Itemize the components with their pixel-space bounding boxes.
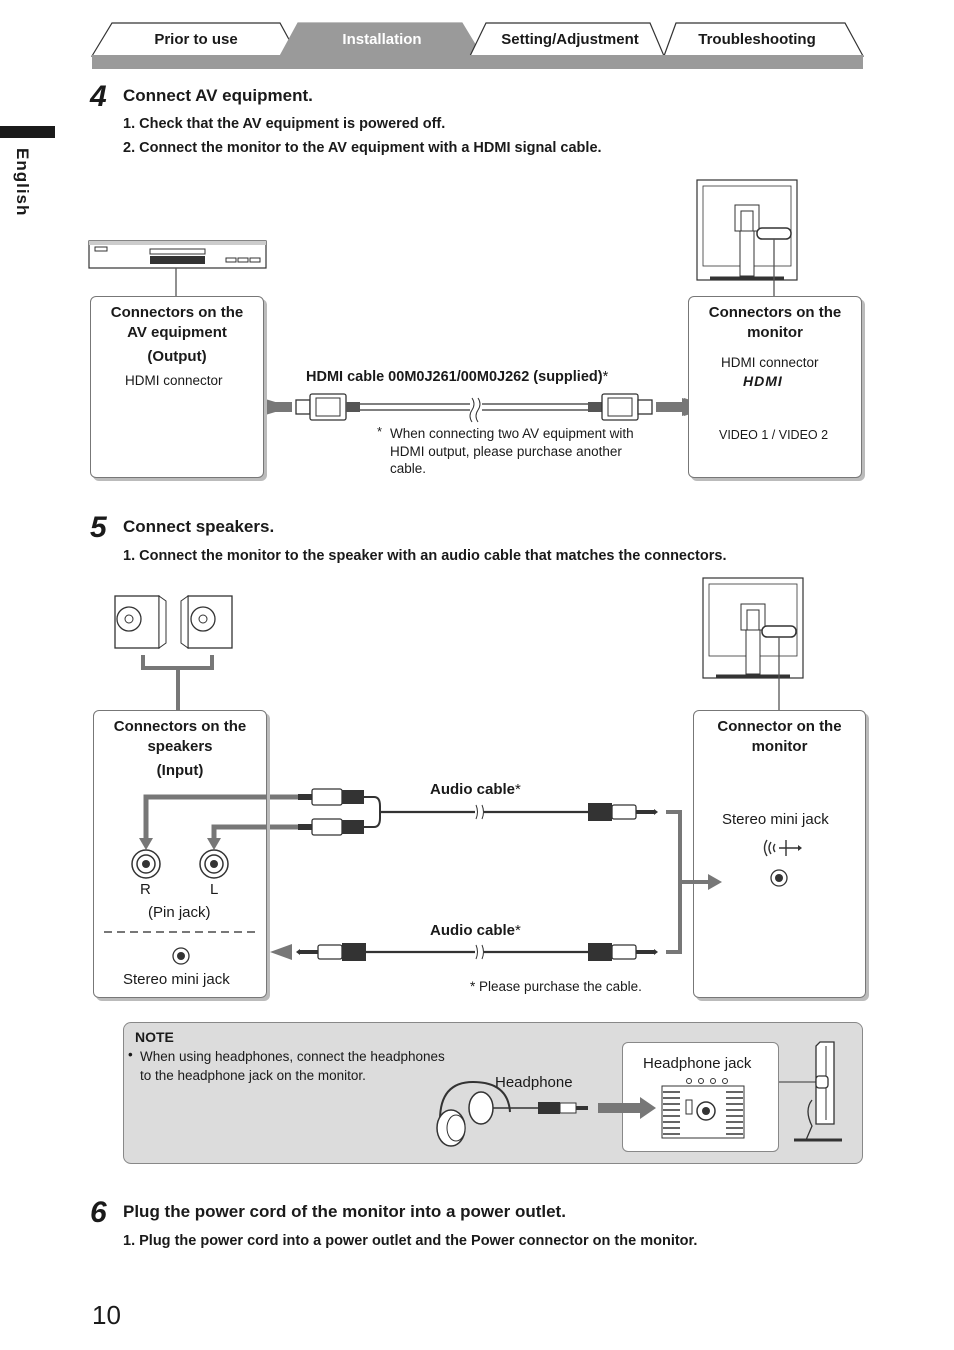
language-label: English [13, 148, 32, 217]
pin-jack-l-label: L [210, 881, 219, 898]
note-text: When using headphones, connect the headp… [140, 1047, 445, 1085]
headphone-label: Headphone [495, 1074, 573, 1091]
audio-footnote: * Please purchase the cable. [470, 979, 642, 994]
left-arrow-stereo [270, 944, 292, 960]
asterisk: * [515, 781, 521, 798]
box-subtitle: (Output) [147, 348, 207, 365]
ports-label: VIDEO 1 / VIDEO 2 [719, 428, 829, 442]
hdmi-footnote: When connecting two AV equipment with HD… [390, 425, 634, 478]
step-title: Plug the power cord of the monitor into … [123, 1202, 566, 1221]
tab-prior-to-use[interactable]: Prior to use [100, 22, 292, 56]
pin-jack-l-icon [199, 849, 229, 879]
note-title: NOTE [135, 1029, 174, 1045]
note-bullet: • [128, 1047, 133, 1062]
monitor-rear-icon [696, 179, 798, 296]
tab-troubleshooting[interactable]: Troubleshooting [666, 22, 848, 56]
asterisk: * [602, 369, 609, 385]
pin-jack-r-label: R [140, 881, 151, 898]
monitor-connector-box: Connector on the monitor Stereo mini jac… [693, 710, 866, 998]
audio-cable-text: Audio cable [430, 781, 516, 798]
page-number: 10 [92, 1300, 121, 1330]
tab-label: Installation [342, 30, 422, 48]
speakers-connectors-box: Connectors on the speakers (Input) R L (… [93, 710, 267, 998]
stereo-mini-jack-label: Stereo mini jack [123, 971, 230, 988]
language-tab-marker [0, 126, 55, 138]
step-number: 6 [90, 1196, 107, 1229]
box-title-line: speakers [147, 738, 213, 755]
substep: 1. Check that the AV equipment is powere… [123, 116, 446, 132]
av-equipment-icon [88, 240, 267, 296]
hdmi-cable-icon [234, 393, 712, 423]
asterisk: * [470, 979, 476, 994]
speakers-icon [114, 595, 233, 710]
headphone-audio-symbol-icon [763, 839, 802, 857]
connector-label: HDMI connector [721, 355, 819, 370]
tab-label: Setting/Adjustment [501, 30, 639, 48]
audio-cable-label: Audio cable* [430, 922, 521, 939]
footnote-text: Please purchase the cable. [479, 979, 642, 994]
box-title-line: Connectors on the [110, 304, 244, 321]
step-title: Connect AV equipment. [123, 86, 313, 105]
substep: 1. Plug the power cord into a power outl… [123, 1233, 698, 1249]
box-title-line: monitor [751, 738, 808, 755]
box-title-line: Connector on the [717, 718, 842, 735]
footnote-asterisk: * [377, 424, 383, 439]
box-subtitle: (Input) [156, 762, 204, 779]
audio-cable-text: Audio cable [430, 922, 516, 939]
audio-cable-rca-to-mini [139, 788, 658, 850]
footnote-line: HDMI output, please purchase another [390, 443, 622, 459]
av-connectors-box: Connectors on the AV equipment (Output) … [90, 296, 264, 478]
tab-underline-bar [92, 55, 863, 69]
box-title-line: AV equipment [127, 324, 227, 341]
connector-label: HDMI connector [125, 373, 223, 388]
hdmi-logo: HDMI [743, 373, 783, 389]
asterisk: * [515, 922, 521, 939]
tab-label: Troubleshooting [698, 30, 816, 48]
monitor-connectors-box: Connectors on the monitor HDMI connector… [688, 296, 862, 478]
hdmi-cable-label: HDMI cable 00M0J261/00M0J262 (supplied)* [306, 369, 608, 385]
box-title-line: monitor [747, 324, 803, 341]
merge-arrow [666, 810, 722, 954]
monitor-stereo-jack-icon [770, 869, 788, 887]
step-title: Connect speakers. [123, 517, 275, 536]
cable-label-text: HDMI cable 00M0J261/00M0J262 (supplied) [306, 369, 603, 385]
headphone-jack-box: Headphone jack [622, 1042, 779, 1152]
stereo-mini-jack-label: Stereo mini jack [722, 811, 829, 828]
monitor-rear-icon-2 [702, 577, 804, 710]
audio-cable-label: Audio cable* [430, 781, 521, 798]
footnote-line: When connecting two AV equipment with [390, 426, 634, 441]
tab-setting-adjustment[interactable]: Setting/Adjustment [474, 22, 666, 56]
box-title-line: Connectors on the [708, 304, 842, 321]
note-line: to the headphone jack on the monitor. [140, 1068, 366, 1083]
tab-installation[interactable]: Installation [288, 22, 476, 56]
pin-jack-label: (Pin jack) [148, 904, 211, 921]
audio-cable-mini-to-mini [296, 943, 658, 961]
footnote-line: cable. [390, 461, 427, 476]
step-number: 4 [90, 80, 107, 113]
step-number: 5 [90, 511, 107, 544]
headphone-jack-label: Headphone jack [643, 1055, 752, 1072]
speaker-stereo-jack-icon [172, 947, 190, 965]
box-title-line: Connectors on the [113, 718, 247, 735]
substep: 2. Connect the monitor to the AV equipme… [123, 140, 602, 156]
note-line: When using headphones, connect the headp… [140, 1049, 445, 1064]
substep: 1. Connect the monitor to the speaker wi… [123, 548, 727, 564]
tab-label: Prior to use [154, 30, 238, 48]
